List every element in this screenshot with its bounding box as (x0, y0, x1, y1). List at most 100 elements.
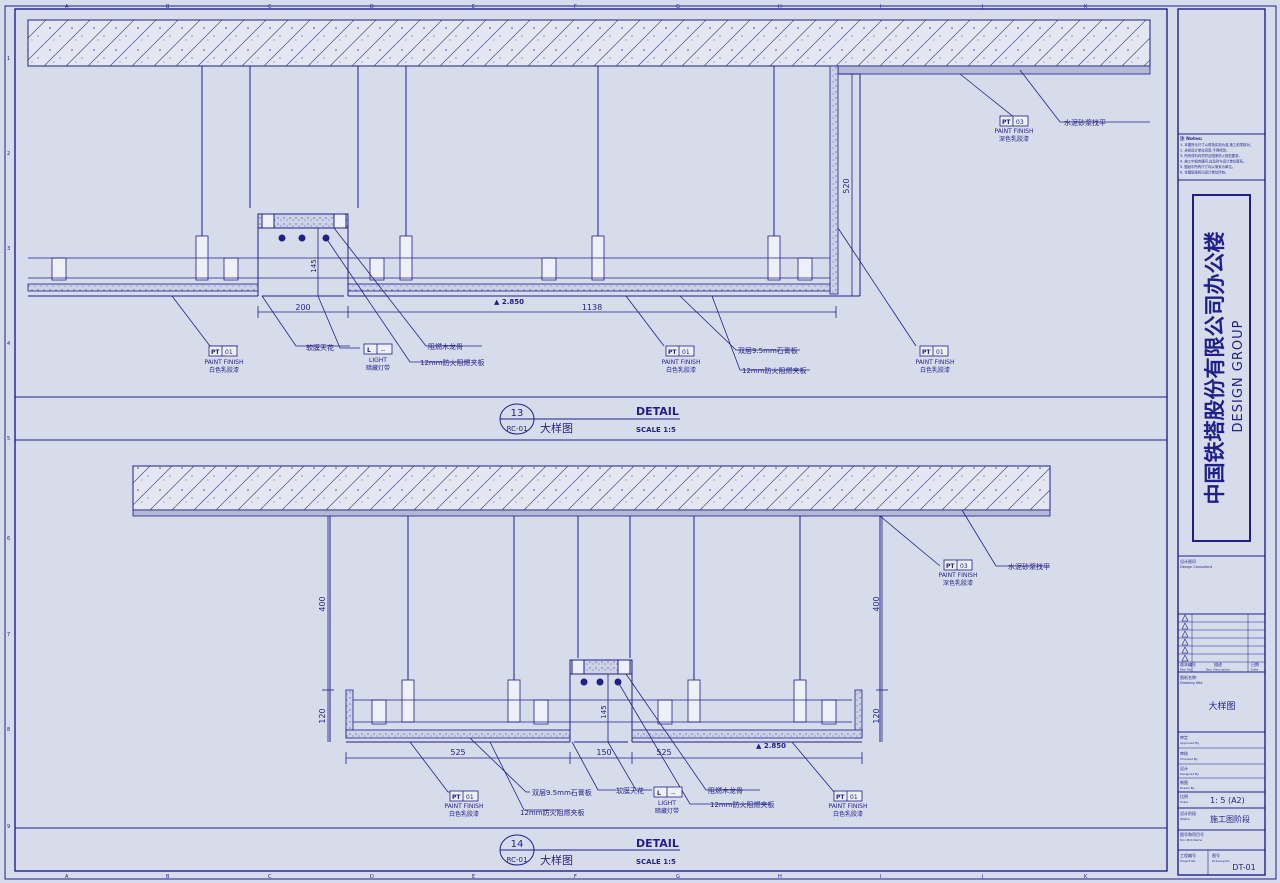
checked: 审核 (1180, 750, 1188, 756)
grid-col-bottom-J: J (981, 874, 983, 880)
grid-col-G: G (676, 4, 680, 10)
svg-text:PAINT FINISH: PAINT FINISH (916, 359, 955, 366)
svg-text:01: 01 (466, 794, 474, 801)
grid-col-bottom-G: G (676, 874, 680, 880)
svg-text:PT: PT (668, 349, 677, 356)
consultant-en: Design Consultant (1180, 565, 1213, 569)
grid-col-bottom-B: B (166, 874, 170, 880)
grid-col-bottom-C: C (268, 874, 272, 880)
label-fire-board-3: 12mm防火阻燃夹板 (520, 808, 585, 817)
checked-en: Checked By (1180, 757, 1198, 761)
note-item: 1. 本图所示尺寸以现场实测为准,施工前须核对。 (1180, 142, 1253, 147)
stage-value: 施工图阶段 (1210, 814, 1250, 824)
svg-text:PT: PT (1002, 119, 1011, 126)
grid-col-C: C (268, 4, 272, 10)
svg-text:白色乳胶漆: 白色乳胶漆 (920, 366, 950, 374)
grid-col-bottom-D: D (370, 874, 374, 880)
tag-light-2: L -- LIGHT 暗藏灯带 (653, 786, 683, 815)
dim-120-left: 120 (318, 708, 327, 723)
svg-text:PAINT FINISH: PAINT FINISH (205, 359, 244, 366)
note-item: 6. 本图纸版权归设计单位所有。 (1180, 170, 1228, 175)
svg-text:PAINT FINISH: PAINT FINISH (939, 572, 978, 579)
svg-text:白色乳胶漆: 白色乳胶漆 (666, 366, 696, 374)
label-soft-film-2: 软膜天花 (616, 786, 644, 795)
svg-text:RC-01: RC-01 (507, 425, 528, 433)
label-soft-film: 软膜天花 (306, 343, 334, 352)
grid-col-E: E (472, 4, 475, 10)
grid-row-8: 8 (7, 727, 10, 733)
svg-text:PAINT FINISH: PAINT FINISH (662, 359, 701, 366)
tag-pt01-mid: PT 01 PAINT FINISH 白色乳胶漆 (662, 345, 701, 374)
label-fire-board-4: 12mm防火阻燃夹板 (710, 800, 775, 809)
grid-row-3: 3 (7, 246, 10, 252)
dim-525-left: 525 (450, 748, 465, 757)
label-mortar: 水泥砂浆找平 (1064, 118, 1106, 127)
tag-pt01-right-2: PT 01 PAINT FINISH 白色乳胶漆 (829, 790, 868, 818)
svg-text:暗藏灯带: 暗藏灯带 (366, 364, 390, 372)
tag-light: L -- LIGHT 暗藏灯带 (363, 343, 393, 372)
svg-text:PT: PT (452, 794, 461, 801)
tag-pt03-top-2: PT 03 PAINT FINISH 深色乳胶漆 (939, 559, 978, 587)
svg-text:--: -- (671, 790, 675, 797)
project-no-label-en: Doc.Plot.Name (1180, 838, 1202, 842)
svg-text:03: 03 (1016, 119, 1024, 126)
title-block (1177, 8, 1266, 876)
svg-text:深色乳胶漆: 深色乳胶漆 (943, 579, 973, 587)
label-fire-board: 12mm防火阻燃夹板 (420, 358, 485, 367)
dim-145-b: 145 (600, 705, 608, 718)
grid-col-K: K (1084, 4, 1088, 10)
tag-pt01-left: PT 01 PAINT FINISH 白色乳胶漆 (205, 345, 244, 374)
note-item: 4. 施工中如有疑问,应及时与设计单位联系。 (1180, 159, 1246, 164)
dim-525-right: 525 (656, 748, 671, 757)
grid-col-D: D (370, 4, 374, 10)
rev-desc: 描述 (1214, 661, 1222, 667)
drawing-no-label-en: Drawing No. (1212, 859, 1230, 863)
grid-col-J: J (981, 4, 983, 10)
grid-row-5: 5 (7, 436, 10, 442)
rev-no-en: Rev. No. (1180, 668, 1192, 672)
approved-en: Approved By (1180, 741, 1199, 745)
svg-text:DETAIL: DETAIL (636, 405, 679, 418)
grid-col-B: B (166, 4, 170, 10)
drawing-no-label: 图号 (1212, 852, 1220, 858)
drawing-title: 大样图 (1208, 700, 1235, 712)
rev-desc-en: Rev. Description (1206, 668, 1230, 672)
grid-col-A: A (65, 4, 69, 10)
consultant-cn: 设计顾问 (1180, 558, 1196, 564)
svg-text:L: L (367, 347, 371, 354)
grid-col-bottom-I: I (880, 874, 881, 880)
label-gypsum-2: 双层9.5mm石膏板 (532, 788, 592, 797)
label-flame-keel-2: 阻燃木龙骨 (708, 786, 743, 795)
dim-200: 200 (295, 303, 310, 312)
grid-row-6: 6 (7, 536, 10, 542)
detail-14: 525 150 525 400 400 120 120 145 ▲ 2.850 … (132, 465, 1051, 867)
dim-1138: 1138 (582, 303, 602, 312)
detail-14-title: 14 RC-01 DETAIL 大样图 SCALE 1:5 (499, 834, 680, 867)
svg-text:PAINT FINISH: PAINT FINISH (829, 803, 868, 810)
dim-145: 145 (310, 259, 318, 272)
dim-120-right: 120 (872, 708, 881, 723)
svg-text:DETAIL: DETAIL (636, 837, 679, 850)
scale-label: 比例 (1180, 793, 1188, 799)
stage-label-en: Status (1180, 817, 1190, 821)
scale-label-en: Scale (1180, 800, 1188, 804)
label-flame-keel: 阻燃木龙骨 (428, 342, 463, 351)
svg-text:白色乳胶漆: 白色乳胶漆 (209, 366, 239, 374)
grid-col-F: F (574, 4, 577, 10)
svg-text:03: 03 (960, 563, 968, 570)
notes-list: 1. 本图所示尺寸以现场实测为准,施工前须核对。2. 未经设计单位同意,不得修改… (1180, 142, 1253, 175)
svg-text:SCALE 1:5: SCALE 1:5 (636, 858, 676, 866)
level-mark-2: ▲ 2.850 (756, 742, 786, 750)
rev-date: 日期 (1251, 661, 1259, 667)
svg-text:13: 13 (511, 408, 524, 419)
rev-no: 版本编号 (1180, 661, 1196, 667)
level-mark: ▲ 2.850 (494, 298, 524, 306)
frame (4, 5, 1277, 880)
label-fire-board-2: 12mm防火阻燃夹板 (742, 366, 807, 375)
svg-text:L: L (657, 790, 661, 797)
svg-text:PAINT FINISH: PAINT FINISH (995, 128, 1034, 135)
drawing-no: DT-01 (1232, 863, 1255, 872)
project-no: 工程编号 (1180, 852, 1196, 858)
rev-date-en: Date (1251, 668, 1258, 672)
